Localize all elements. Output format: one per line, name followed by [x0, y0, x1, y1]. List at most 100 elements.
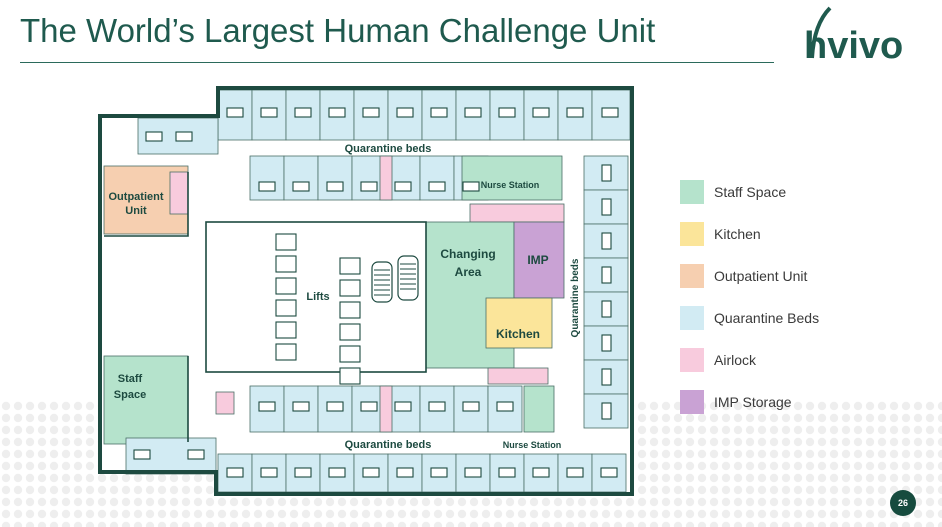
quarantine-room [319, 453, 355, 493]
bed [260, 107, 278, 118]
bed [294, 107, 312, 118]
bed [328, 107, 346, 118]
legend-item: Kitchen [680, 222, 880, 246]
legend-swatch [680, 306, 704, 330]
airlock [379, 155, 393, 201]
legend-item: Staff Space [680, 180, 880, 204]
bed [292, 181, 310, 192]
plan-label: Nurse Station [503, 440, 562, 450]
legend-label: IMP Storage [714, 394, 792, 410]
quarantine-room [583, 223, 629, 259]
lift-car [339, 367, 361, 385]
bed [428, 181, 446, 192]
bed [601, 402, 612, 420]
bed [600, 467, 618, 478]
bed [260, 467, 278, 478]
bed [362, 107, 380, 118]
quarantine-room [283, 155, 319, 201]
plan-label: Quarantine beds [345, 439, 432, 451]
plan-label: Space [114, 389, 146, 401]
plan-label: Kitchen [496, 327, 540, 341]
inner-wall [104, 172, 189, 237]
lift-car [275, 299, 297, 317]
bed [133, 449, 151, 460]
nurse-station [461, 155, 563, 201]
logo-text: hvivo [804, 25, 903, 67]
bed [428, 401, 446, 412]
airlock [169, 171, 189, 215]
bed [566, 107, 584, 118]
bed [362, 467, 380, 478]
airlock [215, 391, 235, 415]
bed [226, 107, 244, 118]
stair [397, 255, 419, 301]
bed [532, 107, 550, 118]
bed [430, 107, 448, 118]
lift-car [339, 323, 361, 341]
lift-car [275, 343, 297, 361]
legend-item: Airlock [680, 348, 880, 372]
imp-storage [513, 221, 565, 299]
bed [532, 467, 550, 478]
bed [258, 401, 276, 412]
bed [601, 232, 612, 250]
legend-label: Quarantine Beds [714, 310, 820, 326]
outer-wall [98, 86, 634, 496]
lift-car [275, 321, 297, 339]
legend-label: Staff Space [714, 184, 787, 200]
bed [145, 131, 163, 142]
plan-label: Quarantine beds [570, 258, 581, 337]
lift-car [275, 277, 297, 295]
bed [394, 401, 412, 412]
bed [566, 467, 584, 478]
bed [394, 181, 412, 192]
bed [175, 131, 193, 142]
bed [226, 467, 244, 478]
lift-car [339, 279, 361, 297]
plan-label: Lifts [306, 291, 329, 303]
bed [601, 107, 619, 118]
bed [294, 467, 312, 478]
lift-car [275, 233, 297, 251]
legend-swatch [680, 390, 704, 414]
legend-swatch [680, 264, 704, 288]
legend-swatch [680, 222, 704, 246]
bed [396, 107, 414, 118]
stair [371, 261, 393, 303]
plan-label: IMP [527, 253, 548, 267]
plan-label: Staff [118, 373, 143, 385]
quarantine-room [419, 155, 455, 201]
quarantine-room [249, 155, 285, 201]
bed [360, 401, 378, 412]
quarantine-room [317, 155, 353, 201]
page-number-badge: 26 [890, 490, 916, 516]
bed [430, 467, 448, 478]
bed [326, 401, 344, 412]
bed [498, 107, 516, 118]
staff-space [103, 355, 189, 445]
legend-swatch [680, 180, 704, 204]
bed [601, 198, 612, 216]
bed [498, 467, 516, 478]
lift-car [339, 257, 361, 275]
airlock [379, 385, 393, 433]
bed [464, 467, 482, 478]
bed [496, 401, 514, 412]
legend-item: Quarantine Beds [680, 306, 880, 330]
lift-car [339, 345, 361, 363]
bed [601, 368, 612, 386]
plan-label: Unit [125, 205, 147, 217]
bed [292, 401, 310, 412]
title-divider [20, 62, 774, 63]
lift-car [339, 301, 361, 319]
bed [326, 181, 344, 192]
bed [360, 181, 378, 192]
airlock [469, 203, 565, 223]
bed [464, 107, 482, 118]
bed [601, 334, 612, 352]
legend-label: Kitchen [714, 226, 761, 242]
plan-label: Area [455, 265, 482, 279]
airlock [487, 367, 549, 385]
nurse-station [523, 385, 555, 433]
